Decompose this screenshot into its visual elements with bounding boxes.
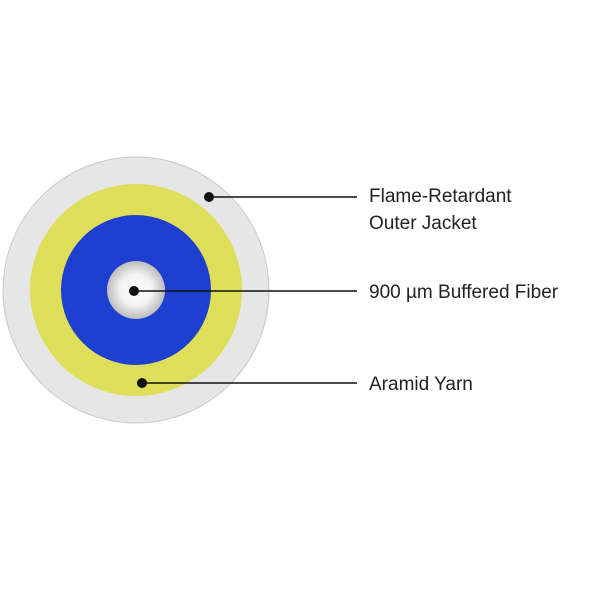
label-outer-jacket-line1: Flame-Retardant — [369, 186, 512, 207]
leader-dot-outer-jacket — [204, 192, 214, 202]
label-aramid-yarn: Aramid Yarn — [369, 374, 473, 395]
leader-outer-jacket — [204, 192, 357, 202]
label-outer-jacket-line2: Outer Jacket — [369, 213, 477, 234]
leader-buffered-fiber — [129, 286, 357, 296]
leader-dot-buffered-fiber — [129, 286, 139, 296]
label-buffered-fiber: 900 µm Buffered Fiber — [369, 282, 559, 303]
leader-dot-aramid-yarn — [137, 378, 147, 388]
leader-aramid-yarn — [137, 378, 357, 388]
